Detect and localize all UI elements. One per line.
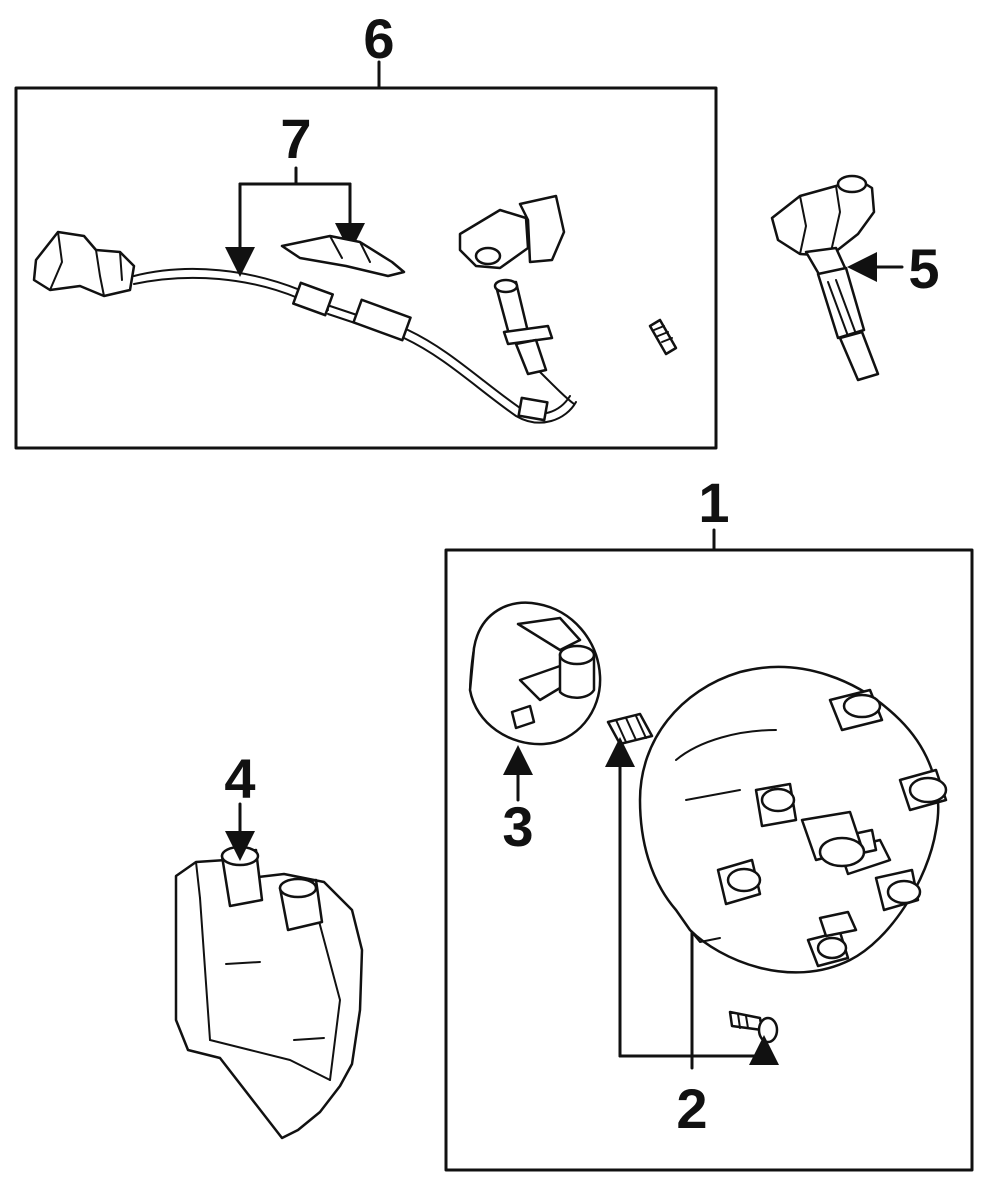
callout-1: 1 [698,471,729,534]
distributor-cap-icon [638,665,948,974]
group-box-6 [14,60,718,450]
callout-7: 7 [280,107,311,170]
callout-2: 2 [676,1077,707,1140]
ignition-coil-icon [174,845,364,1140]
callout-6: 6 [363,7,394,70]
sensor-harness-icon [32,194,678,424]
callout-5: 5 [908,237,939,300]
leader-7 [225,166,365,277]
callout-3: 3 [502,795,533,858]
coil-on-plug-icon [770,174,880,382]
rotor-icon [468,601,602,746]
group-box-1 [444,528,974,1172]
callout-4: 4 [224,747,255,810]
